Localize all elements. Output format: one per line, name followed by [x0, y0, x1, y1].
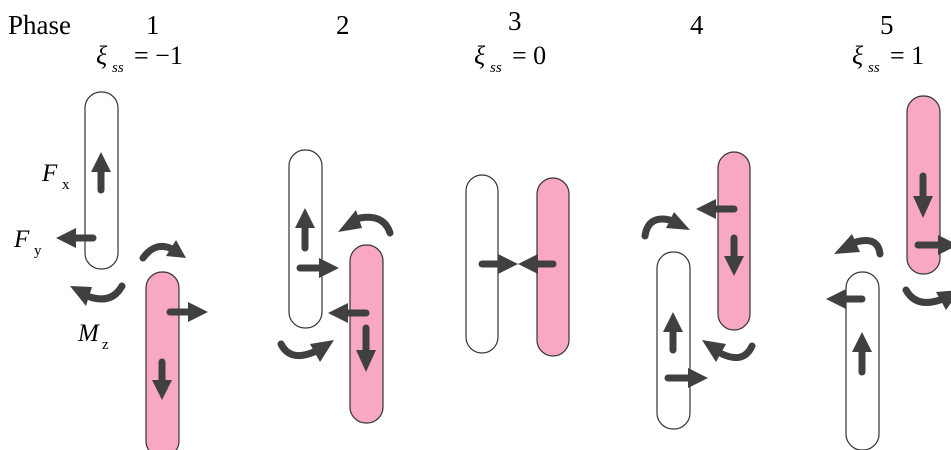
fx-arrow-down-phase-1 — [152, 358, 172, 400]
fy-arrow-left-phase-3 — [518, 254, 557, 274]
phase-number-5: 5 — [880, 10, 894, 40]
xi-symbol: ξ — [96, 41, 108, 70]
mz-curved-arrow-top-phase-5 — [834, 234, 884, 258]
fy-arrow-right-phase-4 — [664, 368, 708, 388]
phase-number-2: 2 — [336, 10, 350, 40]
fx-arrow-down-phase-4 — [724, 234, 744, 276]
fx-arrow-up-phase-5 — [852, 332, 872, 376]
phase-number-3: 3 — [508, 6, 522, 36]
xi-label-phase-5: ξ ss = 1 — [852, 41, 924, 76]
xi-subscript: ss — [112, 60, 124, 76]
mz-main: M — [77, 320, 100, 347]
fy-arrow-left-phase-2 — [328, 303, 370, 323]
fy-arrow-left-phase-5 — [826, 289, 866, 309]
fy-arrow-left-phase-4 — [696, 199, 738, 219]
mz-curved-arrow-bottom-phase-2 — [277, 340, 334, 362]
fy-sub: y — [34, 243, 42, 259]
fx-arrow-up-phase-1 — [91, 152, 111, 194]
xi-label-phase-1: ξ ss = −1 — [96, 41, 183, 76]
xi-symbol: ξ — [852, 41, 864, 70]
mz-curved-arrow-pink-phase-1 — [139, 240, 186, 262]
fy-arrow-right-phase-5 — [914, 235, 951, 255]
fx-sub: x — [62, 177, 70, 193]
mz-label: M z — [77, 320, 109, 353]
mz-curved-arrow-bottom-phase-4 — [702, 340, 756, 362]
fx-arrow-up-phase-4 — [663, 312, 683, 354]
xi-subscript: ss — [490, 60, 502, 76]
fy-arrow-right-phase-2 — [296, 258, 339, 278]
xi-value-5: = 1 — [890, 41, 924, 70]
fx-arrow-down-phase-5 — [913, 172, 933, 218]
xi-symbol: ξ — [474, 41, 486, 70]
fy-main: F — [13, 226, 30, 253]
phase-number-4: 4 — [690, 10, 704, 40]
fx-main: F — [41, 160, 58, 187]
phase-label: Phase — [8, 10, 71, 40]
mz-sub: z — [102, 337, 109, 353]
mz-curved-arrow-top-phase-2 — [338, 210, 394, 237]
fy-arrow-right-phase-3 — [478, 254, 518, 274]
mz-curved-arrow-bottom-phase-5 — [902, 286, 951, 310]
fx-arrow-down-phase-2 — [356, 324, 376, 372]
fy-arrow-right-phase-1 — [166, 302, 208, 322]
xi-label-phase-3: ξ ss = 0 — [474, 41, 546, 76]
xi-value-1: = −1 — [134, 41, 183, 70]
mz-curved-arrow-phase-1 — [70, 282, 126, 306]
fy-label: F y — [13, 226, 42, 259]
xi-value-3: = 0 — [512, 41, 546, 70]
mz-curved-arrow-top-phase-4 — [641, 212, 690, 240]
phase-number-1: 1 — [146, 10, 160, 40]
fx-label: F x — [41, 160, 70, 193]
fx-arrow-up-phase-2 — [295, 208, 315, 252]
xi-subscript: ss — [868, 60, 880, 76]
fy-arrow-left-phase-1 — [56, 228, 97, 248]
